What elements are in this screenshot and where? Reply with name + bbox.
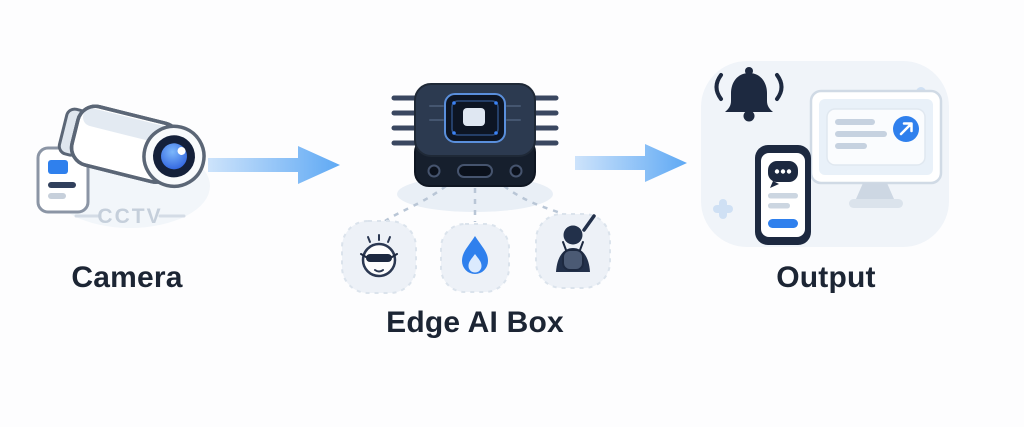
notification-bell-icon — [714, 67, 784, 122]
desktop-monitor-icon — [809, 89, 943, 208]
fire-detection-icon — [440, 223, 510, 293]
camera-node: CCTV — [28, 58, 223, 248]
camera-to-edge-arrow-icon — [208, 146, 340, 184]
output-devices-illustration — [701, 61, 949, 247]
edge-ai-chip-device-illustration — [341, 83, 611, 294]
output-label: Output — [776, 261, 876, 294]
cctv-watermark: CCTV — [74, 205, 186, 228]
edge-ai-box-label: Edge AI Box — [386, 306, 564, 339]
person-detection-icon — [535, 213, 611, 289]
edge-ai-box-node — [330, 58, 630, 308]
smartphone-icon — [755, 145, 811, 245]
edge-device-body — [414, 83, 536, 187]
output-node — [697, 57, 953, 258]
edge-to-output-arrow-icon — [575, 144, 687, 182]
camera-label: Camera — [71, 261, 183, 294]
cctv-watermark-text: CCTV — [97, 205, 162, 228]
cctv-camera-illustration: CCTV — [36, 104, 210, 228]
camera-body — [57, 104, 206, 189]
ai-chip — [444, 93, 506, 143]
face-detection-icon — [341, 220, 417, 294]
chip-pins — [391, 95, 559, 146]
